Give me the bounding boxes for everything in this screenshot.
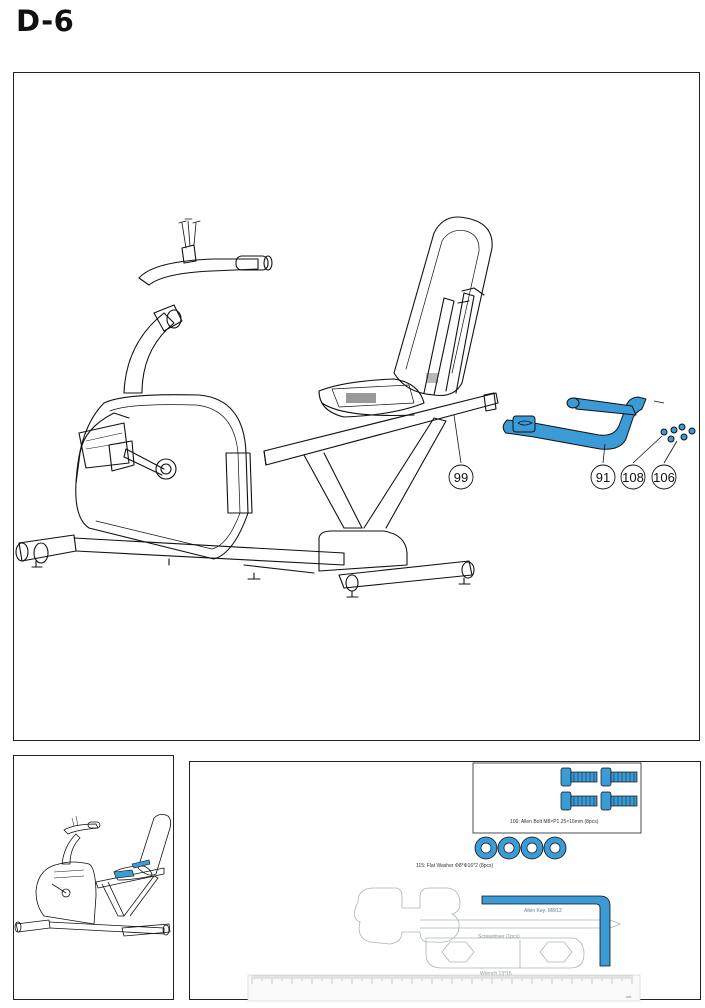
callout-circle-91 (590, 464, 616, 490)
wrench-label: Wrench 13*15 (480, 971, 512, 977)
hardware-parts-drawing: 106: Allen Bolt M8×P1.25×16mm (8pcs) 115… (247, 762, 642, 1002)
ruler: cm (247, 974, 641, 1002)
allen-key (481, 895, 611, 967)
recumbent-bike-drawing: 99 91 108 106 (15, 216, 696, 598)
callout-circle-106 (651, 464, 677, 490)
multi-tool-outline (354, 887, 622, 969)
ruler-unit: cm (626, 994, 632, 999)
callout-91: 91 (596, 470, 610, 485)
step-title: D-6 (16, 4, 75, 38)
assembled-bike-thumbnail (14, 814, 172, 937)
allen-key-label: Allen Key: M8/12 (524, 908, 562, 914)
screwdriver-label: Screwdriver (1pcs) (478, 934, 520, 940)
callout-circle-108 (620, 464, 646, 490)
bolt-label: 106: Allen Bolt M8×P1.25×16mm (8pcs) (510, 819, 599, 825)
callout-106: 106 (653, 470, 675, 485)
washer-label: 115: Flat Washer Φ8*Φ16*2 (8pcs) (416, 863, 494, 869)
assembled-thumbnail-panel (13, 755, 174, 1000)
main-illustration-panel: 99 91 108 106 (13, 72, 700, 741)
allen-bolts (560, 767, 638, 811)
callout-99: 99 (454, 470, 468, 485)
callout-circle-99 (448, 464, 474, 490)
callout-108: 108 (622, 470, 644, 485)
hardware-parts-panel: 106: Allen Bolt M8×P1.25×16mm (8pcs) 115… (189, 761, 701, 1002)
